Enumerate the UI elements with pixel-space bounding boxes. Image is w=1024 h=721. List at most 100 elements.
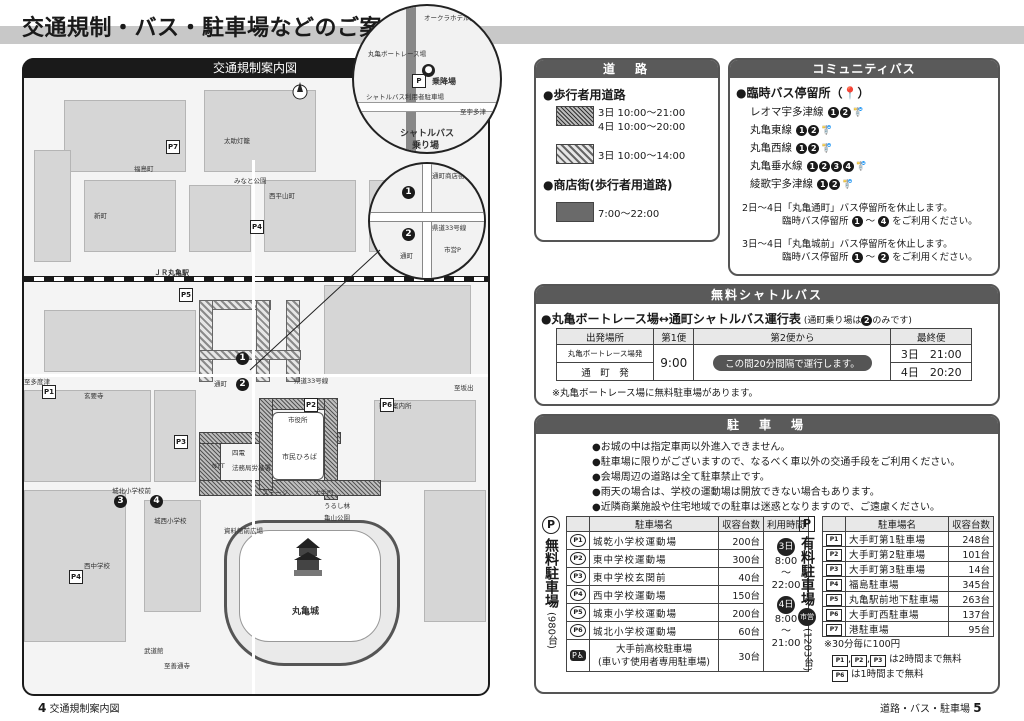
map-parking-icon: P5 [179,288,193,302]
bus-stop-pin-icon: 🚏 [855,162,868,172]
shuttle-footnote: ※丸亀ボートレース場に無料駐車場があります。 [552,388,759,399]
inset-connector-line [249,249,381,371]
community-bus-panel [728,58,1000,276]
traffic-map: 福島町 みなと公園 西平山町 新町 ＪＲ丸亀駅 太助灯籠 県道33号線 市役所 … [22,58,490,696]
label-castle-north: 城北小学校前 [112,487,151,495]
map-parking-icon: P1 [42,385,56,399]
label-tsuji: 通町 [214,380,227,388]
route-stop-badge: 2 [839,107,851,118]
parking-lot-icon: P5 [570,606,586,619]
label-buredo: 武道館 [144,647,164,655]
parking-note-item: ●近隣商業施設や住宅地域での駐車は迷惑となりますので、ご遠慮ください。 [592,502,941,513]
parking-lot-icon: P2 [826,548,842,561]
shopping-title: ●商店街(歩行者用道路) [543,178,673,192]
map-bus-stop-1: 1 [236,352,249,365]
label-kanko: 観光案内所 [379,402,412,410]
label-shimin-hiroba: 市民ひろば [282,453,317,461]
map-parking-icon: P3 [174,435,188,449]
parking-note-item: ●駐車場に限りがございますので、なるべく車以外の交通手段をご利用ください。 [592,457,961,468]
map-bus-stop-4: 4 [150,495,163,508]
note1-line2: 臨時バス停留所 1 〜 4 をご利用ください。 [782,216,978,227]
label-stage: ステージ [262,489,288,497]
parking-lot-icon: P1 [826,533,842,546]
map-parking-icon: P7 [166,140,180,154]
road-header: 道 路 [536,60,718,78]
label-minato: みなと公園 [234,177,267,185]
label-shiryokan: 資料館前広場 [224,527,263,535]
route-stop-badge: 3 [830,161,842,172]
castle-icon [292,538,324,576]
free-1h-note: P6 は1時間まで無料 [832,666,924,682]
table-row-accessible: P♿大手前高校駐車場(車いす使用者専用駐車場)30台 [566,639,809,672]
parking-lot-icon: P6 [570,624,586,637]
parking-p-icon: P [542,516,560,534]
parking-p-icon: P [799,516,815,532]
label-nishi-school: 西中学校 [84,562,110,570]
route-stop-badge: 1 [796,143,808,154]
label-to-zentsuji: 至善通寺 [164,662,190,670]
page-title: 交通規制・バス・駐車場などのご案内 [22,16,405,41]
inset-parking-icon: P [412,74,426,88]
label-ntt: NTT [212,462,225,470]
crosshatch-time-2: 4日 10:00〜20:00 [598,122,686,133]
label-kurumazaka: 城西小学校 [154,517,187,525]
label-chiyaku: 市役所 [288,416,308,424]
bus-stop-pin-icon: 🚏 [821,126,833,136]
route-stop-badge: 1 [817,179,829,190]
parking-lot-icon: P1 [570,534,586,547]
route-stop-badge: 1 [796,125,808,136]
label-fukushima: 福島町 [134,165,154,173]
note1-line1: 2日〜4日「丸亀通町」バス停留所を休止します。 [742,203,953,214]
route-stop-badge: 2 [818,161,830,172]
parking-note-item: ●雨天の場合は、学校の運動場は開放できない場合もあります。 [592,487,880,498]
shopping-time: 7:00〜22:00 [598,209,660,220]
map-parking-icon: P6 [380,398,394,412]
inset-shuttle-stop: オークラホテル丸亀 丸亀ボートレース場 シャトルバス利用者駐車場 P ● 乗降場… [352,4,502,154]
parking-lot-icon: P7 [826,623,842,636]
inset-bus-stop-1: 1 [402,186,415,199]
route-stop-badge: 1 [806,161,818,172]
parking-lot-icon: P5 [826,593,842,606]
rate-note: ※30分毎に100円 [824,639,901,650]
inset-bus-stop-2: 2 [402,228,415,241]
label-to-sakaide: 至坂出 [454,384,474,392]
label-kenmichi: 県道33号線 [294,377,329,385]
community-bus-header: コミュニティバス [730,60,998,78]
label-marugame-castle: 丸亀城 [292,607,320,617]
footer-right: 道路・バス・駐車場 5 [880,701,982,715]
label-houmu: 法務局労基署 [232,464,271,472]
label-uruoshi: うるし林 [324,502,350,510]
label-nishihira: 西平山町 [269,192,295,200]
route-stop-badge: 4 [842,161,854,172]
label-shikoku: 四電 [232,449,245,457]
label-to-tadotsu: 至多度津 [24,378,50,386]
free-parking-label: P 無料駐車場 (980台) [542,516,560,649]
free-2h-note: P1,P2,P3 は2時間まで無料 [832,651,962,667]
note2-line1: 3日〜4日「丸亀城前」バス停留所を休止します。 [742,239,953,250]
parking-lot-icon: P6 [826,608,842,621]
label-jr-station: ＪＲ丸亀駅 [154,269,189,277]
parking-notes: ●お城の中は指定車両以外進入できません。 ●駐車場に限りがございますので、なるべく… [592,438,960,513]
parking-lot-icon: P2 [570,552,586,565]
label-ryuhouji: 玄要寺 [84,392,104,400]
parking-lot-icon: P3 [570,570,586,583]
parking-note-item: ●お城の中は指定車両以外進入できません。 [592,442,791,453]
map-parking-icon: P2 [304,398,318,412]
bus-stop-pin-icon: 🚏 [842,180,854,190]
